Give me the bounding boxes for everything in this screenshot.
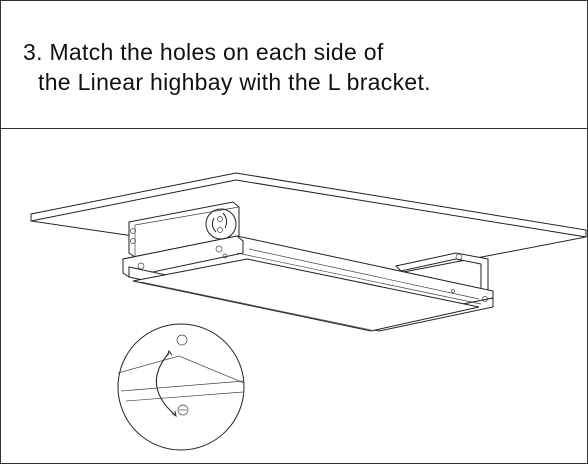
instruction-line-1: 3. Match the holes on each side of bbox=[23, 39, 384, 65]
detail-callout-small bbox=[205, 208, 237, 240]
highbay-bracket-drawing bbox=[30, 172, 587, 451]
instruction-line-2: the Linear highbay with the L bracket. bbox=[38, 69, 431, 95]
assembly-illustration bbox=[1, 129, 587, 463]
linear-highbay-fixture bbox=[122, 235, 494, 332]
instruction-header: 3. Match the holes on each side of the L… bbox=[1, 1, 587, 129]
ceiling-panel bbox=[30, 172, 587, 275]
instruction-text: 3. Match the holes on each side of the L… bbox=[23, 37, 431, 97]
magnified-detail bbox=[117, 323, 245, 451]
